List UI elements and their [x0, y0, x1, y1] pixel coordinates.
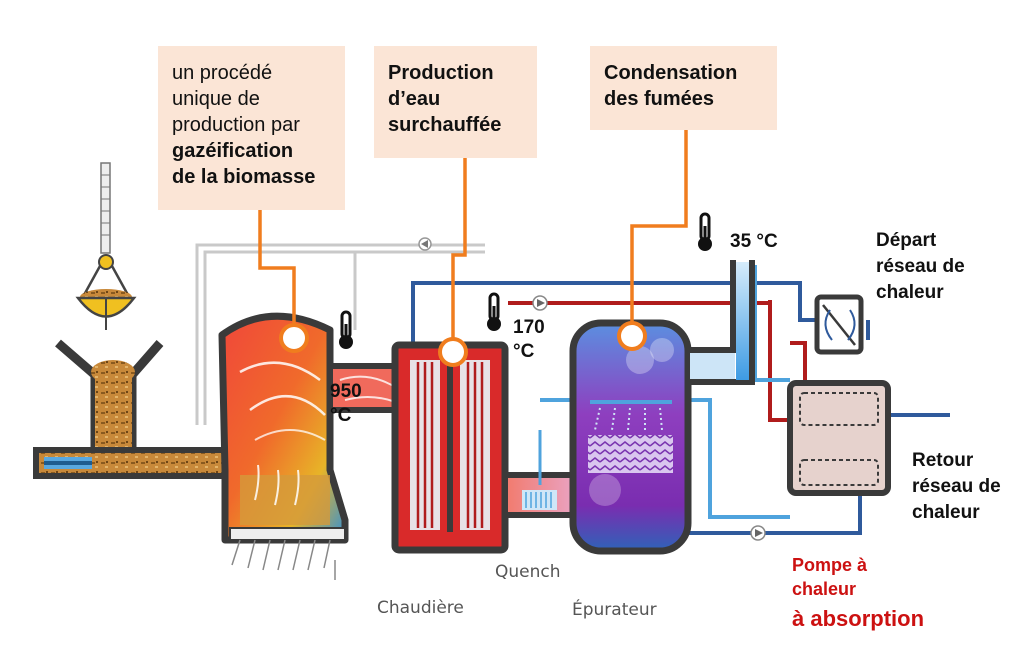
- callout-text: surchauffée: [388, 114, 502, 136]
- temp-gasifier: 950 °C: [330, 381, 362, 426]
- label-heat-pump: Pompe à chaleur: [792, 555, 868, 599]
- callout-anchor: [279, 323, 309, 353]
- stack: [688, 260, 755, 385]
- thermometer-icon: [339, 310, 353, 349]
- feed-screw: [33, 447, 234, 479]
- gasifier: [218, 312, 349, 580]
- thermometer-icon: [487, 292, 501, 331]
- callout-text: Production: [388, 62, 494, 84]
- callout-anchor: [617, 321, 647, 351]
- quench-duct: [502, 430, 583, 518]
- hot-water-pipe: [508, 300, 807, 422]
- thermometer-icon: [698, 212, 712, 251]
- return-pipe: [688, 495, 862, 535]
- label-heat-pump-type: à absorption: [792, 606, 925, 631]
- label-boiler: Chaudière: [377, 598, 464, 618]
- callout-text: Condensation: [604, 62, 738, 84]
- callout-text: un procédé: [172, 62, 273, 84]
- callout-text: unique de: [172, 88, 260, 110]
- label-quench: Quench: [495, 562, 561, 582]
- callout-text: d’eau: [388, 88, 441, 110]
- temp-stack: 35 °C: [730, 231, 778, 252]
- fuel-hopper: [55, 339, 164, 455]
- label-scrubber: Épurateur: [572, 600, 657, 620]
- callout-anchor: [438, 337, 468, 367]
- callout-text: de la biomasse: [172, 166, 316, 188]
- heat-exchanger-icon: [814, 294, 864, 355]
- network-pipe-blue: [411, 281, 950, 417]
- callout-text: production par: [172, 114, 300, 136]
- label-supply: Départ réseau de chaleur: [876, 230, 965, 303]
- scrubber: [569, 319, 692, 555]
- label-return: Retour réseau de chaleur: [912, 450, 1001, 523]
- callout-flue-condensation: Condensation des fumées: [590, 46, 777, 130]
- callout-text: gazéification: [172, 140, 294, 162]
- recirculation-pipe: [195, 243, 485, 425]
- temp-boiler: 170 °C: [513, 317, 545, 362]
- crane-grab-icon: [75, 162, 137, 330]
- boiler: [391, 341, 509, 554]
- callout-superheated-water: Production d’eau surchauffée: [374, 46, 537, 158]
- callout-text: des fumées: [604, 88, 715, 110]
- callout-gasification: un procédé unique de production par gazé…: [158, 46, 345, 210]
- leader-lines: [258, 130, 688, 338]
- absorption-heat-pump: [787, 380, 891, 496]
